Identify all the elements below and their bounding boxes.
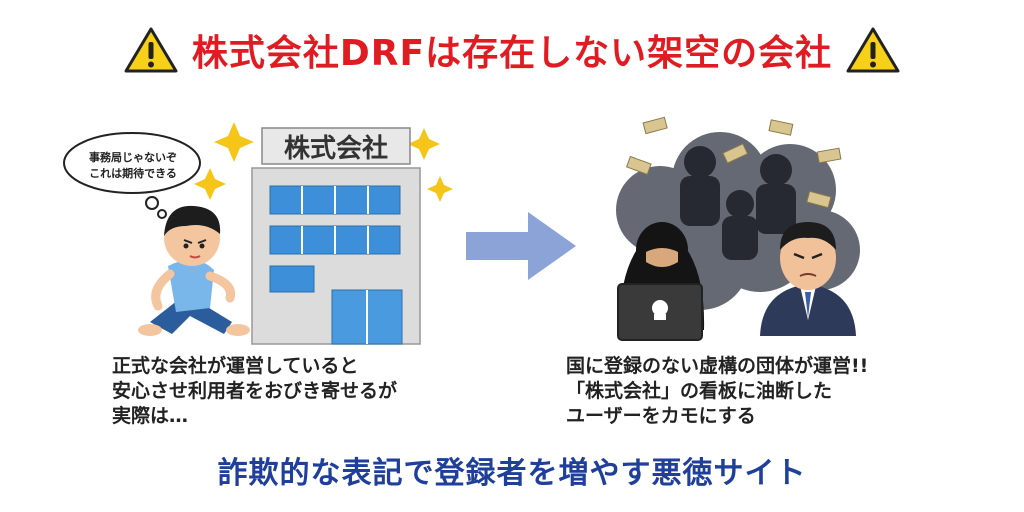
building-sign: 株式会社	[283, 133, 388, 164]
right-illustration	[616, 116, 860, 341]
left-illustration	[63, 122, 453, 345]
footer-headline: 詐欺的な表記で登録者を増やす悪徳サイト	[217, 456, 807, 491]
speech-bubble	[63, 132, 201, 219]
page-title: 株式会社DRFは存在しない架空の会社	[191, 33, 833, 74]
running-boy	[138, 205, 250, 336]
right-caption: 国に登録のない虚構の団体が運営!! 「株式会社」の看板に油断した ユーザーをカモ…	[566, 354, 868, 429]
money-icon	[625, 116, 842, 209]
left-caption: 正式な会社が運営していると 安心させ利用者をおびき寄せるが 実際は…	[112, 354, 397, 429]
speech-bubble-line: これは期待できる	[89, 167, 177, 180]
left-caption-line: 実際は…	[112, 405, 189, 427]
hooded-figure	[617, 222, 705, 341]
sparkle-icon	[194, 122, 453, 202]
speech-bubble-text: 事務局じゃないぞ これは期待できる	[74, 150, 192, 182]
warning-icon	[846, 27, 900, 73]
speech-bubble-line: 事務局じゃないぞ	[89, 151, 177, 164]
businessman	[760, 222, 856, 336]
right-caption-line: 「株式会社」の看板に油断した	[566, 380, 833, 402]
left-caption-line: 正式な会社が運営していると	[112, 355, 359, 377]
office-building	[251, 127, 421, 345]
right-caption-line: 国に登録のない虚構の団体が運営!!	[566, 355, 869, 377]
arrow-right-icon	[466, 212, 576, 280]
left-caption-line: 安心させ利用者をおびき寄せるが	[112, 380, 398, 402]
warning-icon	[124, 27, 178, 73]
title-row: 株式会社DRFは存在しない架空の会社	[0, 20, 1024, 80]
right-caption-line: ユーザーをカモにする	[566, 405, 756, 427]
